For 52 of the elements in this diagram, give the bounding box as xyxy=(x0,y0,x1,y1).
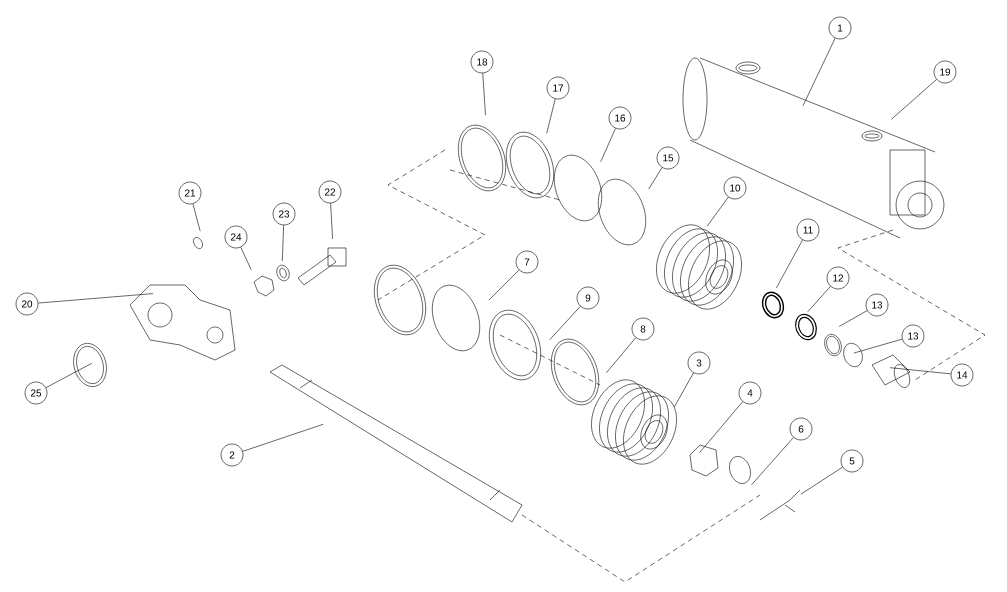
callout-number: 7 xyxy=(515,250,539,274)
leader-line xyxy=(807,286,831,313)
leader-line xyxy=(45,363,93,388)
leader-line xyxy=(776,239,803,289)
leader-line xyxy=(674,372,694,408)
callout-number: 9 xyxy=(576,286,600,310)
leader-line xyxy=(889,367,952,375)
callout-number: 25 xyxy=(24,381,48,405)
callout-number: 14 xyxy=(950,363,974,387)
callout-number: 5 xyxy=(840,449,864,473)
callout-number: 10 xyxy=(723,176,747,200)
callout-number: 16 xyxy=(608,106,632,130)
callout-number: 12 xyxy=(826,266,850,290)
leader-line xyxy=(853,338,903,354)
callout-number: 18 xyxy=(470,50,494,74)
leader-line xyxy=(482,72,486,116)
leader-line xyxy=(282,225,284,262)
leader-line xyxy=(699,401,743,453)
callout-number: 19 xyxy=(933,60,957,84)
callout-number: 23 xyxy=(272,202,296,226)
leader-line xyxy=(891,79,937,120)
leader-line xyxy=(648,167,663,190)
leader-line xyxy=(549,306,581,341)
callout-number: 4 xyxy=(738,381,762,405)
callout-number: 17 xyxy=(546,76,570,100)
callout-number: 15 xyxy=(656,146,680,170)
leader-line xyxy=(606,337,637,373)
leader-line xyxy=(488,269,520,301)
callout-number: 22 xyxy=(318,180,342,204)
callout-number: 20 xyxy=(15,292,39,316)
callout-number: 2 xyxy=(220,443,244,467)
callout-number: 1 xyxy=(828,16,852,40)
leader-line xyxy=(330,203,333,240)
leader-line xyxy=(751,437,794,486)
leader-line xyxy=(706,196,729,227)
leader-line xyxy=(37,293,154,304)
callout-number: 24 xyxy=(224,225,248,249)
callout-number: 21 xyxy=(178,181,202,205)
callout-number: 13 xyxy=(865,293,889,317)
leader-line xyxy=(802,37,836,106)
leader-line xyxy=(192,203,201,232)
callout-number: 6 xyxy=(789,417,813,441)
callout-number: 8 xyxy=(631,317,655,341)
leader-line xyxy=(600,128,616,162)
callout-number: 13 xyxy=(901,324,925,348)
leader-line xyxy=(546,98,556,134)
callout-number: 3 xyxy=(687,351,711,375)
leader-line xyxy=(240,246,252,270)
leader-line xyxy=(800,466,843,495)
callout-number: 11 xyxy=(796,218,820,242)
leader-line xyxy=(242,423,324,452)
leader-line xyxy=(838,310,868,327)
